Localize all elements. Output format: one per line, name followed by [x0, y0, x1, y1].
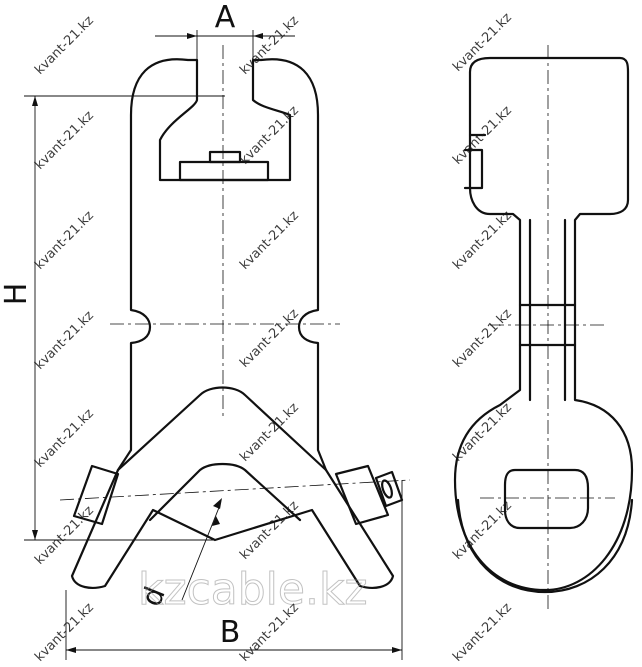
side-notch	[463, 148, 484, 190]
watermark-small: kvant-21.kz	[450, 208, 515, 273]
watermark-small: kvant-21.kz	[237, 306, 302, 371]
watermark-small: kvant-21.kz	[450, 306, 515, 371]
dimension-B: B	[65, 480, 403, 660]
watermark-small: kvant-21.kz	[237, 208, 302, 273]
front-cotter-hole	[381, 479, 393, 499]
front-slot	[178, 160, 270, 182]
watermark-small: kvant-21.kz	[32, 600, 97, 665]
front-slot-key	[208, 150, 242, 164]
side-eye-rim	[456, 498, 634, 594]
watermark-small: kvant-21.kz	[32, 406, 97, 471]
watermark-small: kvant-21.kz	[32, 308, 97, 373]
watermark-small: kvant-21.kz	[237, 400, 302, 465]
watermark-small: kvant-21.kz	[32, 503, 97, 568]
front-centerline-pin	[59, 479, 411, 501]
watermark-small: kvant-21.kz	[450, 498, 515, 563]
front-lower-yoke-left	[116, 386, 328, 472]
side-body-outline	[453, 56, 634, 592]
front-pin-left	[72, 464, 120, 526]
dimension-B-label: B	[220, 615, 241, 650]
dimension-A-label: A	[215, 0, 236, 35]
front-pin-head	[374, 470, 404, 508]
front-view	[59, 45, 411, 589]
watermark-small: kvant-21.kz	[237, 103, 302, 168]
watermark-layer: kzcable.kz kvant-21.kz kvant-21.kz kvant…	[32, 10, 515, 665]
watermark-small: kvant-21.kz	[32, 108, 97, 173]
side-eye-inner	[503, 468, 590, 530]
watermark-small: kvant-21.kz	[450, 400, 515, 465]
watermark-small: kvant-21.kz	[32, 208, 97, 273]
dimension-A: A	[155, 0, 295, 100]
front-inner-v	[148, 462, 302, 522]
front-body-outline	[70, 58, 395, 589]
watermark-small: kvant-21.kz	[450, 10, 515, 75]
watermark-small: kvant-21.kz	[32, 13, 97, 78]
front-pin-right	[334, 464, 390, 526]
dimension-H-label: H	[0, 283, 34, 306]
dimension-H: H	[0, 95, 225, 541]
watermark-small: kvant-21.kz	[450, 600, 515, 665]
watermark-large: kzcable.kz	[138, 564, 368, 615]
side-view	[453, 45, 634, 610]
watermark-small: kvant-21.kz	[237, 13, 302, 78]
